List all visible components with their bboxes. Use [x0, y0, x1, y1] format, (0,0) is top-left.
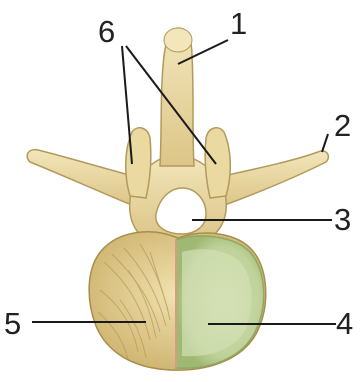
label-6: 6	[98, 14, 115, 49]
label-4: 4	[336, 306, 353, 341]
label-1: 1	[230, 6, 247, 41]
spinous-process-tip	[164, 28, 192, 52]
label-5: 5	[4, 306, 21, 341]
right-superior-articular-process	[205, 128, 230, 198]
label-2: 2	[334, 108, 351, 143]
leader-line-2	[322, 134, 328, 152]
right-transverse-process	[214, 151, 328, 206]
label-3: 3	[334, 202, 351, 237]
left-transverse-process	[27, 150, 140, 206]
